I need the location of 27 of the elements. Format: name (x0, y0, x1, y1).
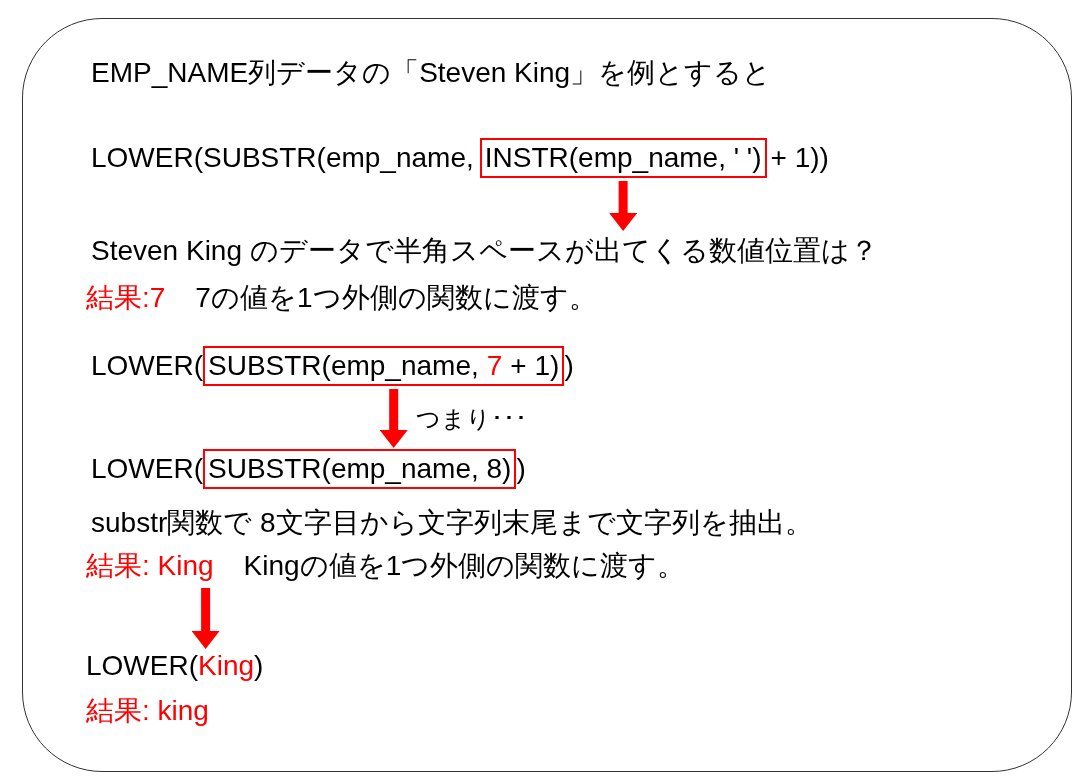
code-text: SUBSTR(emp_name, (208, 350, 479, 382)
code-text: LOWER( (86, 650, 198, 682)
arrow (379, 389, 408, 448)
code-text: SUBSTR(emp_name, 8) (208, 453, 512, 485)
text-line: LOWER( (91, 453, 203, 485)
text-line: Steven King のデータで半角スペースが出てくる数値位置は？ (91, 232, 878, 270)
arrow (191, 588, 220, 649)
code-text: ) (254, 650, 264, 682)
text-line: ) (516, 453, 526, 485)
highlight-box (203, 346, 565, 386)
text-line: 結果: King (86, 547, 214, 585)
text-line: LOWER(SUBSTR(emp_name, (91, 142, 474, 174)
code-text: King (198, 650, 255, 682)
text-line: EMP_NAME列データの「Steven King」を例とすると (91, 56, 772, 90)
code-text: INSTR(emp_name, ' ') (484, 142, 762, 174)
text-line: 結果: king (86, 694, 209, 728)
code-text: 7 (486, 350, 503, 382)
text-line: 7の値を1つ外側の関数に渡す。 (195, 281, 597, 315)
text-line: Kingの値を1つ外側の関数に渡す。 (243, 549, 686, 583)
text-line: + 1)) (770, 142, 829, 174)
arrow (609, 181, 638, 231)
rounded-frame (22, 18, 1072, 772)
text-line: substr関数で 8文字目から文字列末尾まで文字列を抽出。 (91, 506, 813, 540)
text-line: ) (564, 350, 574, 382)
text-line: 結果:7 (86, 281, 166, 315)
code-text: + 1) (510, 350, 560, 382)
text-line: LOWER( (91, 350, 203, 382)
